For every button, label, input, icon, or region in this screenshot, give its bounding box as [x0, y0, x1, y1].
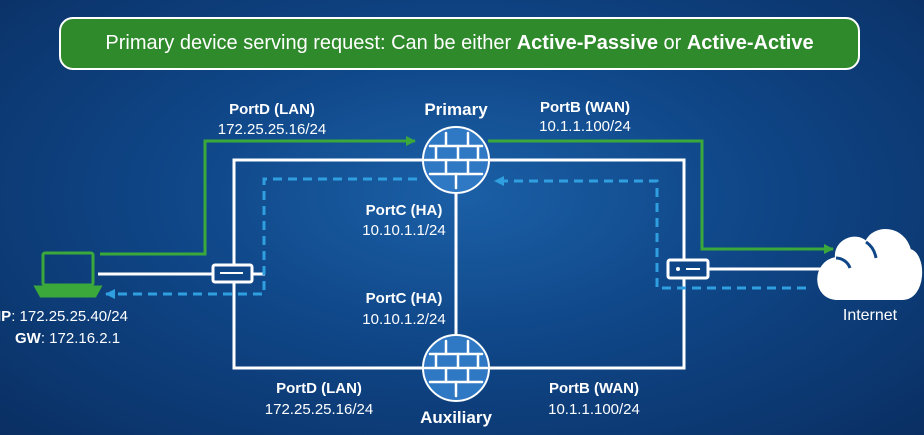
return-path-lan	[105, 177, 417, 299]
primary-ha-port-name: PortC (HA)	[365, 202, 443, 219]
auxiliary-lan-port-ip: 172.25.25.16/24	[264, 401, 374, 418]
banner-joiner: or	[657, 32, 687, 54]
auxiliary-device-title: Auxiliary	[420, 408, 492, 427]
primary-wan-port-name: PortB (WAN)	[540, 99, 630, 116]
primary-device-title: Primary	[424, 100, 488, 119]
primary-ha-port-ip: 10.10.1.1/24	[362, 222, 446, 239]
banner-mode-active-active: Active-Active	[686, 32, 814, 54]
client-gw-value: : 172.16.2.1	[40, 330, 121, 347]
primary-lan-port-ip: 172.25.25.16/24	[217, 121, 327, 138]
auxiliary-firewall-icon	[422, 334, 490, 402]
client-gw-label: GW	[15, 330, 41, 347]
banner-mode-active-passive: Active-Passive	[516, 32, 658, 54]
primary-firewall-icon	[422, 126, 490, 194]
wan-side-link	[488, 158, 686, 370]
primary-lan-port-name: PortD (LAN)	[229, 101, 315, 118]
client-ip-value: : 172.25.25.40/24	[11, 308, 128, 325]
client-ip-label: IP	[0, 308, 12, 325]
auxiliary-ha-port-name: PortC (HA)	[365, 290, 443, 307]
lan-switch-icon	[211, 263, 254, 284]
client-ip: IP: 172.25.25.40/24	[0, 308, 128, 326]
primary-wan-port-ip: 10.1.1.100/24	[539, 118, 631, 135]
internet-cloud-icon	[817, 229, 923, 300]
wan-switch-icon	[666, 258, 710, 280]
request-path-wan	[488, 139, 834, 254]
return-path-wan	[494, 176, 806, 290]
mode-banner: Primary device serving request: Can be e…	[59, 17, 860, 70]
request-path-lan	[100, 136, 416, 256]
laptop-icon	[33, 251, 103, 298]
auxiliary-lan-port-name: PortD (LAN)	[276, 380, 362, 397]
auxiliary-wan-port-name: PortB (WAN)	[549, 380, 639, 397]
internet-label: Internet	[842, 307, 898, 324]
client-gateway: GW: 172.16.2.1	[15, 330, 120, 348]
auxiliary-wan-port-ip: 10.1.1.100/24	[548, 401, 640, 418]
auxiliary-ha-port-ip: 10.10.1.2/24	[362, 311, 446, 328]
banner-prefix: Primary device serving request: Can be e…	[105, 32, 517, 54]
